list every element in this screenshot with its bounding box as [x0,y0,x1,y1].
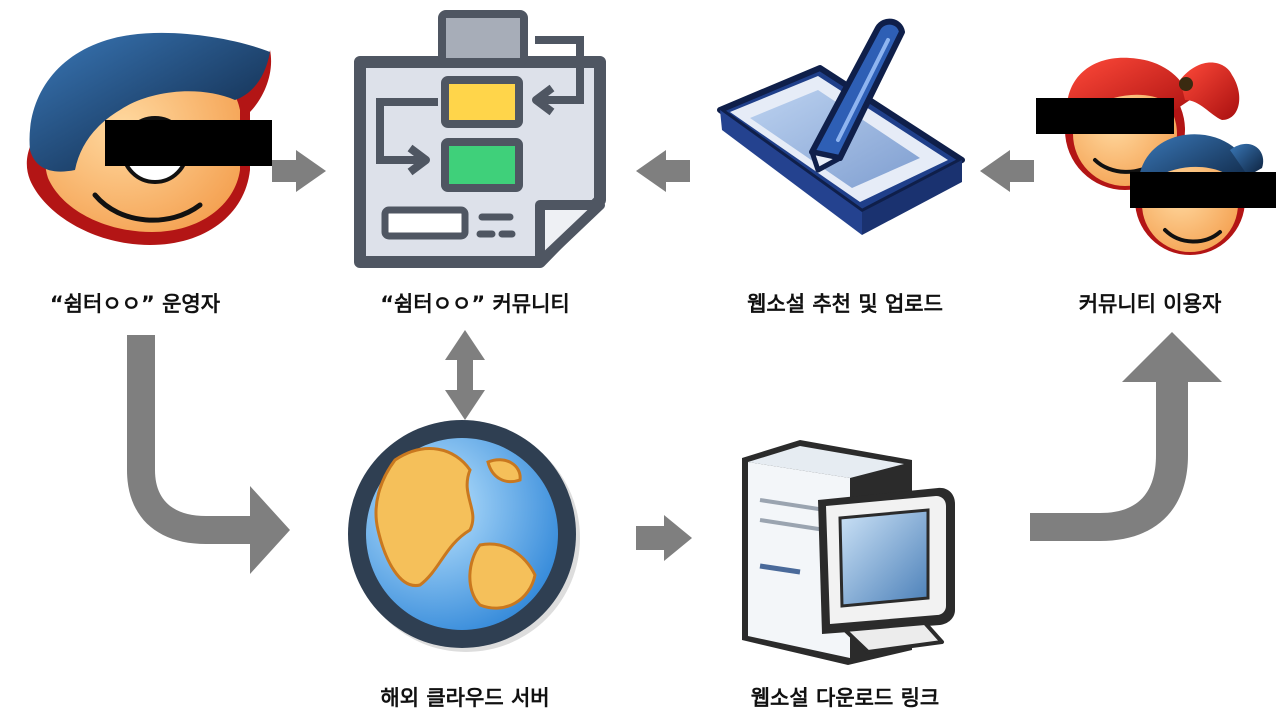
arrow-users-to-upload [980,150,1034,192]
label-download: 웹소설 다운로드 링크 [750,686,940,710]
arrow-operator-to-community [272,150,326,192]
users-faces-icon [1036,57,1276,255]
label-community: “쉼터ㅇㅇ” 커뮤니티 [380,292,570,316]
arrow-cloud-to-download [636,515,692,561]
computer-icon [742,440,955,665]
redaction-bar [1036,98,1174,134]
pen-tablet-icon [717,18,965,235]
arrow-upload-to-community [636,150,690,192]
label-upload: 웹소설 추천 및 업로드 [747,292,943,316]
redaction-bar [1130,172,1276,208]
globe-icon [348,420,580,652]
label-operator: “쉼터ㅇㅇ” 운영자 [49,292,221,316]
operator-face-icon [26,32,272,246]
redaction-bar [105,120,272,166]
flowchart-document-icon [354,10,606,268]
arrow-operator-to-cloud [127,335,290,574]
label-cloud: 해외 클라우드 서버 [380,686,550,710]
arrow-community-cloud-bidirectional [445,330,485,420]
arrow-download-to-users [1030,332,1222,541]
label-users: 커뮤니티 이용자 [1078,292,1222,316]
